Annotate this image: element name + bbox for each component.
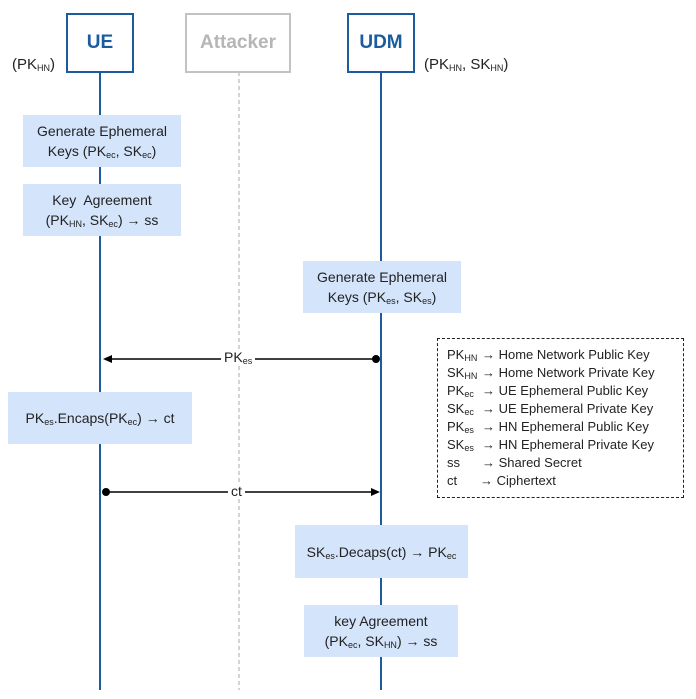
legend-row: PKes→ HN Ephemeral Public Key bbox=[447, 419, 649, 435]
ue-key-agreement-box: Key Agreement (PKHN, SKec) → ss bbox=[23, 184, 181, 236]
ue-label: UE bbox=[86, 32, 114, 53]
attacker-label: Attacker bbox=[199, 32, 277, 53]
ue-encaps-box: PKes.Encaps(PKec) → ct bbox=[8, 392, 192, 444]
legend-row: PKHN→ Home Network Public Key bbox=[447, 347, 650, 363]
legend-row: PKec→ UE Ephemeral Public Key bbox=[447, 383, 649, 399]
udm-generate-ephemeral-box: Generate Ephemeral Keys (PKes, SKes) bbox=[303, 261, 461, 313]
udm-participant: UDM bbox=[347, 13, 415, 73]
ct-arrowhead bbox=[371, 488, 380, 496]
pk-es-origin-dot bbox=[372, 355, 380, 363]
udm-label: UDM bbox=[359, 32, 403, 53]
ct-origin-dot bbox=[102, 488, 110, 496]
udm-key-agreement-box: key Agreement (PKec, SKHN) → ss bbox=[304, 605, 458, 657]
legend-row: SKHN→ Home Network Private Key bbox=[447, 365, 655, 381]
legend-box: PKHN→ Home Network Public Key SKHN→ Home… bbox=[437, 338, 684, 498]
ue-key-label: (PKHN) bbox=[12, 56, 56, 73]
legend-row: ss→ Shared Secret bbox=[447, 455, 582, 470]
ue-participant: UE bbox=[66, 13, 134, 73]
pk-es-arrowhead bbox=[103, 355, 112, 363]
legend-row: SKec→ UE Ephemeral Private Key bbox=[447, 401, 654, 417]
ue-generate-ephemeral-box: Generate Ephemeral Keys (PKec, SKec) bbox=[23, 115, 181, 167]
attacker-participant: Attacker bbox=[185, 13, 291, 73]
ct-message-label: ct bbox=[228, 483, 245, 499]
legend-row: ct→ Ciphertext bbox=[447, 473, 556, 488]
legend-row: SKes→ HN Ephemeral Private Key bbox=[447, 437, 654, 453]
udm-key-label: (PKHN, SKHN) bbox=[424, 56, 509, 73]
pk-es-message-label: PKes bbox=[221, 349, 256, 366]
udm-decaps-box: SKes.Decaps(ct) → PKec bbox=[295, 525, 468, 578]
